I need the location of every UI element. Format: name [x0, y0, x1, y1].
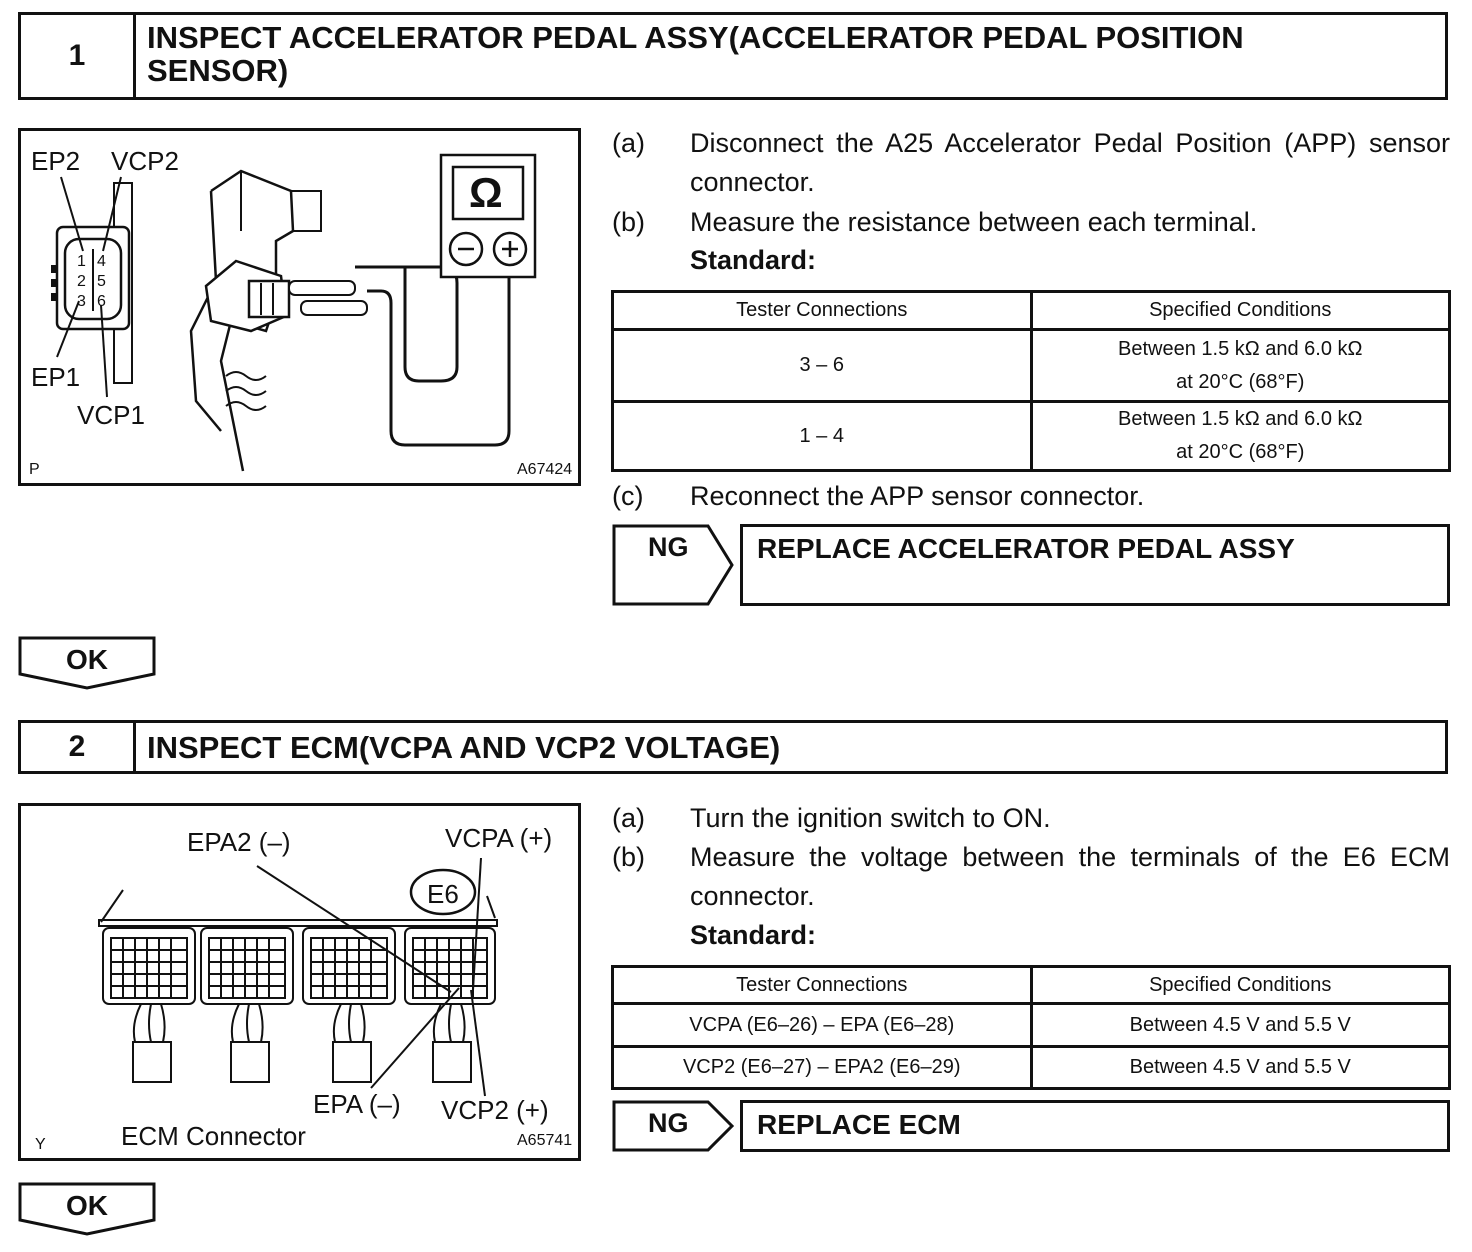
step-title: INSPECT ECM(VCPA AND VCP2 VOLTAGE) — [147, 730, 781, 765]
pin-5: 5 — [97, 273, 106, 290]
ecm-block-3 — [302, 927, 396, 1083]
ng-action-text: REPLACE ECM — [757, 1109, 961, 1140]
table-header: Specified Conditions — [1029, 965, 1451, 1005]
resistance-spec-table: Tester Connections Specified Conditions … — [611, 290, 1451, 472]
table-cell-condition: Between 1.5 kΩ and 6.0 kΩ at 20°C (68°F) — [1029, 400, 1451, 472]
label-ecm-connector: ECM Connector — [121, 1121, 306, 1151]
table-cell-condition: Between 4.5 V and 5.5 V — [1029, 1002, 1451, 1048]
label-vcp2: VCP2 — [111, 146, 179, 176]
label-epa: EPA (–) — [313, 1089, 401, 1119]
ng-action-box: REPLACE ACCELERATOR PEDAL ASSY — [740, 524, 1450, 606]
label-vcp1: VCP1 — [77, 400, 145, 430]
step-title: INSPECT ACCELERATOR PEDAL ASSY(ACCELERAT… — [147, 21, 1435, 87]
ok-arrow-icon — [18, 1182, 156, 1236]
instruction-text: Reconnect the APP sensor connector. — [690, 481, 1145, 511]
standard-label: Standard: — [690, 245, 817, 275]
table-header: Tester Connections — [611, 965, 1033, 1005]
pin-4: 4 — [97, 253, 106, 270]
table-header-row: Tester Connections Specified Conditions — [611, 965, 1451, 1005]
figure-corner-letter: Y — [35, 1136, 46, 1153]
step-2-instruction-b: (b) Measure the voltage between the term… — [612, 838, 1450, 918]
step-2-header: 2 INSPECT ECM(VCPA AND VCP2 VOLTAGE) — [18, 720, 1448, 774]
label-e6: E6 — [427, 879, 459, 909]
figure-corner-letter: P — [29, 461, 40, 478]
pedal-sensor-illustration — [51, 153, 537, 472]
figure-code: A67424 — [517, 461, 573, 478]
ng-action-text: REPLACE ACCELERATOR PEDAL ASSY — [757, 533, 1295, 564]
instruction-text: Measure the resistance between each term… — [690, 207, 1258, 237]
table-row: VCPA (E6–26) – EPA (E6–28) Between 4.5 V… — [611, 1002, 1451, 1048]
table-cell-connection: VCP2 (E6–27) – EPA2 (E6–29) — [611, 1045, 1033, 1090]
instruction-letter: (a) — [612, 128, 645, 158]
ng-result-block: NG REPLACE ACCELERATOR PEDAL ASSY — [612, 524, 1450, 606]
step-1-instruction-a: (a) Disconnect the A25 Accelerator Pedal… — [612, 124, 1450, 204]
instruction-letter: (c) — [612, 481, 644, 511]
table-header: Specified Conditions — [1029, 290, 1451, 331]
condition-line-1: Between 1.5 kΩ and 6.0 kΩ — [1118, 337, 1363, 360]
pin-6: 6 — [97, 293, 106, 310]
table-header-row: Tester Connections Specified Conditions — [611, 290, 1451, 331]
ok-result-arrow: OK — [18, 636, 158, 690]
step-1-header: 1 INSPECT ACCELERATOR PEDAL ASSY(ACCELER… — [18, 12, 1448, 100]
ecm-block-2 — [200, 927, 294, 1083]
ok-label: OK — [66, 644, 108, 675]
condition-line-2: at 20°C (68°F) — [1176, 441, 1305, 463]
instruction-letter: (a) — [612, 803, 645, 833]
table-cell-condition: Between 4.5 V and 5.5 V — [1029, 1045, 1451, 1090]
table-row: 1 – 4 Between 1.5 kΩ and 6.0 kΩ at 20°C … — [611, 400, 1451, 472]
ecm-connector-figure: EPA2 (–) VCPA (+) E6 EPA (–) VCP2 (+) EC… — [18, 803, 581, 1161]
ok-label: OK — [66, 1190, 108, 1221]
table-cell-connection: 1 – 4 — [611, 400, 1033, 472]
ng-result-block: NG REPLACE ECM — [612, 1100, 1450, 1152]
label-epa2: EPA2 (–) — [187, 827, 291, 857]
label-vcpa: VCPA (+) — [445, 823, 553, 853]
standard-label: Standard: — [690, 920, 817, 950]
ohm-symbol: Ω — [469, 169, 503, 216]
pin-2: 2 — [77, 273, 86, 290]
table-row: VCP2 (E6–27) – EPA2 (E6–29) Between 4.5 … — [611, 1045, 1451, 1090]
label-vcp2-plus: VCP2 (+) — [441, 1095, 549, 1125]
table-cell-connection: VCPA (E6–26) – EPA (E6–28) — [611, 1002, 1033, 1048]
step-1-instruction-b: (b) Measure the resistance between each … — [612, 203, 1450, 243]
condition-line-1: Between 1.5 kΩ and 6.0 kΩ — [1118, 408, 1363, 430]
ecm-block-4 — [404, 927, 496, 1083]
ng-action-box: REPLACE ECM — [740, 1100, 1450, 1152]
ok-arrow-icon — [18, 636, 156, 690]
step-number: 2 — [21, 723, 136, 771]
pin-1: 1 — [77, 253, 86, 270]
table-cell-condition: Between 1.5 kΩ and 6.0 kΩ at 20°C (68°F) — [1029, 328, 1451, 403]
ok-result-arrow: OK — [18, 1182, 158, 1236]
instruction-text: Disconnect the A25 Accelerator Pedal Pos… — [690, 128, 1450, 197]
table-row: 3 – 6 Between 1.5 kΩ and 6.0 kΩ at 20°C … — [611, 328, 1451, 403]
ng-label: NG — [648, 1108, 689, 1138]
instruction-letter: (b) — [612, 207, 645, 237]
condition-line-2: at 20°C (68°F) — [1176, 370, 1305, 393]
label-ep2: EP2 — [31, 146, 81, 176]
step-1-instruction-c: (c) Reconnect the APP sensor connector. — [612, 477, 1450, 517]
ng-arrow-icon — [612, 1100, 735, 1152]
ng-label: NG — [648, 532, 689, 562]
voltage-spec-table: Tester Connections Specified Conditions … — [611, 965, 1451, 1090]
ecm-block-1 — [102, 927, 196, 1083]
label-ep1: EP1 — [31, 362, 81, 392]
table-header: Tester Connections — [611, 290, 1033, 331]
step-title-line-1: INSPECT ACCELERATOR PEDAL ASSY(ACCELERAT… — [147, 20, 1244, 55]
step-2-instruction-a: (a) Turn the ignition switch to ON. — [612, 799, 1450, 839]
instruction-text: Turn the ignition switch to ON. — [690, 803, 1051, 833]
ecm-connector-illustration — [98, 857, 498, 1097]
step-number: 1 — [21, 15, 136, 97]
ng-arrow-icon — [612, 524, 734, 606]
instruction-text: Measure the voltage between the terminal… — [690, 842, 1450, 911]
pin-3: 3 — [77, 293, 86, 310]
step-title-line-2: SENSOR) — [147, 53, 289, 88]
instruction-letter: (b) — [612, 842, 645, 872]
pedal-sensor-figure: EP2 VCP2 EP1 VCP1 1 4 2 5 3 6 Ω P A67424 — [18, 128, 581, 486]
figure-code: A65741 — [517, 1132, 573, 1149]
table-cell-connection: 3 – 6 — [611, 328, 1033, 403]
